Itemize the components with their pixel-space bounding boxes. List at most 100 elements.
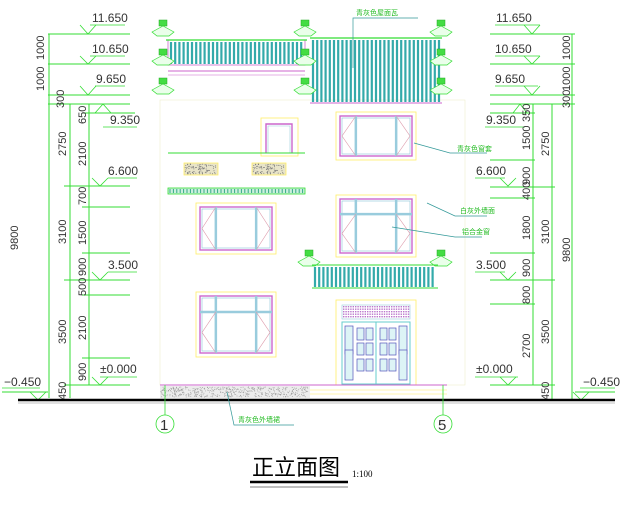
roof-access-door xyxy=(260,117,299,157)
dim-value: 400 xyxy=(521,182,533,200)
dim-value: 450 xyxy=(57,382,69,400)
door-panel xyxy=(379,358,388,372)
door-grille-cell xyxy=(350,311,352,313)
door-grille-cell xyxy=(376,311,378,313)
elevation-label: −0.450 xyxy=(583,375,620,389)
right-elevation-markers xyxy=(475,24,615,401)
door-grille-cell xyxy=(347,311,350,313)
dim-value: 3100 xyxy=(540,220,552,244)
door-grille-cell xyxy=(379,313,381,315)
balustrade-panels xyxy=(183,162,287,176)
door-grille-cell xyxy=(369,308,371,310)
door-grille-cell xyxy=(357,308,359,310)
door-grille-cell xyxy=(347,308,350,310)
roof-ornament xyxy=(429,48,453,66)
door-grille-cell xyxy=(364,313,366,315)
door-grille-cell xyxy=(374,313,376,315)
door-grille-cell xyxy=(352,316,354,318)
roof-ornament xyxy=(429,19,453,37)
dim-value: 9800 xyxy=(561,238,573,262)
door-grille-cell xyxy=(343,316,345,318)
door-grille-cell xyxy=(395,313,398,315)
door-grille-cell xyxy=(343,311,345,313)
door-grille-cell xyxy=(364,306,366,308)
note-window-sill: 青灰色窗套 xyxy=(457,144,492,153)
door-grille-cell xyxy=(403,313,405,315)
right-dimension-values: 1000 1000 300 9800 2750 3100 3500 450 35… xyxy=(521,36,573,400)
elevation-label: ±0.000 xyxy=(100,362,137,376)
door-grille-cell xyxy=(376,313,378,315)
dim-value: 3500 xyxy=(57,320,69,344)
door-grille-cell xyxy=(391,306,393,308)
door-grille-cell xyxy=(386,306,388,308)
door-grille-cell xyxy=(359,316,362,318)
drawing-title-block: 正立面图 1:100 xyxy=(250,456,373,488)
elevation-label: 9.650 xyxy=(96,72,126,86)
elevation-label: 6.600 xyxy=(108,164,138,178)
window-2f-left xyxy=(195,202,277,255)
door-grille-cell xyxy=(369,311,371,313)
door-grille-cell xyxy=(369,306,371,308)
annotation-texts: 青灰色屋面瓦 青灰色窗套 白灰外墙面 铝合金窗 青灰色外墙裙 xyxy=(238,8,495,424)
door-grille-cell xyxy=(362,313,364,315)
dim-value: 1000 xyxy=(561,36,573,60)
note-alu-window: 铝合金窗 xyxy=(462,227,490,236)
door-grille-cell xyxy=(350,316,352,318)
cornice-band xyxy=(167,187,306,195)
door-grille-cell xyxy=(407,308,410,310)
door-grille-cell xyxy=(362,306,364,308)
door-grille-cell xyxy=(379,306,381,308)
door-grille-cell xyxy=(388,308,390,310)
door-grille-cell xyxy=(400,316,402,318)
door-grille-cell xyxy=(371,308,374,310)
door-grille-cell xyxy=(391,313,393,315)
roof-ornament xyxy=(293,48,317,66)
door-grille-cell xyxy=(393,316,395,318)
door-grille-cell xyxy=(369,316,371,318)
door-grille-cell xyxy=(398,311,400,313)
dim-value: 450 xyxy=(540,382,552,400)
door-grille-cell xyxy=(359,308,362,310)
door-grille-cell xyxy=(383,311,386,313)
door-grille-cell xyxy=(367,316,369,318)
elevation-label: 3.500 xyxy=(476,258,506,272)
door-grille-cell xyxy=(395,316,398,318)
door-grille-cell xyxy=(398,313,400,315)
door-grille-cell xyxy=(381,308,383,310)
door-grille-cell xyxy=(386,308,388,310)
door-grille-cell xyxy=(362,311,364,313)
annotations xyxy=(226,17,487,426)
roof-tile-right xyxy=(310,37,442,104)
door-grille-cell xyxy=(407,311,410,313)
door-grille-cell xyxy=(407,306,410,308)
dim-value: 2100 xyxy=(77,142,89,166)
door-grille-cell xyxy=(405,313,407,315)
dim-value: 900 xyxy=(77,258,89,276)
door-panel xyxy=(365,327,374,341)
door-grille-cell xyxy=(374,306,376,308)
elevation-label: 3.500 xyxy=(108,258,138,272)
dim-value: 2100 xyxy=(77,316,89,340)
dim-value: 1500 xyxy=(77,221,89,245)
door-grille-cell xyxy=(405,316,407,318)
door-grille-cell xyxy=(355,311,357,313)
door-grille-cell xyxy=(343,308,345,310)
axis-label: 5 xyxy=(438,417,446,434)
door-grille-cell xyxy=(400,311,402,313)
door-grille-cell xyxy=(405,311,407,313)
door-grille-cell xyxy=(371,306,374,308)
door-grille-cell xyxy=(383,306,386,308)
door-grille-cell xyxy=(345,313,347,315)
door-grille-cell xyxy=(388,306,390,308)
roof-ornament xyxy=(151,77,175,95)
dim-value: 1500 xyxy=(521,126,533,150)
door-grille-cell xyxy=(395,306,398,308)
door-panel xyxy=(388,342,397,356)
door-panel xyxy=(356,327,365,341)
door-grille-cell xyxy=(364,311,366,313)
door-grille-cell xyxy=(386,313,388,315)
door-grille-cell xyxy=(357,311,359,313)
drawing-title: 正立面图 xyxy=(252,456,340,481)
door-grille-cell xyxy=(369,313,371,315)
